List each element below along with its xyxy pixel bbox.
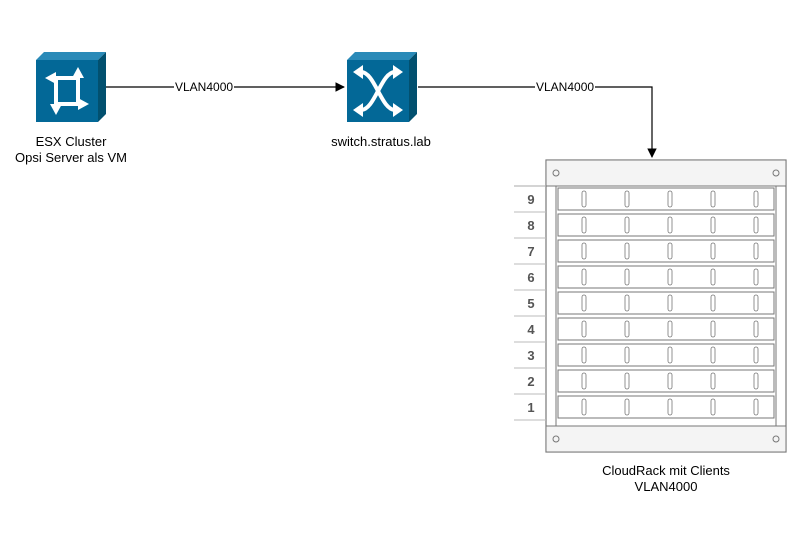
rack-slot xyxy=(710,242,716,260)
rack-slot xyxy=(581,346,587,364)
rack-slot xyxy=(710,372,716,390)
rack-slot xyxy=(667,398,673,416)
rack-slot xyxy=(581,268,587,286)
rack-unit-number: 5 xyxy=(527,296,535,311)
rack-slot xyxy=(624,372,630,390)
esx-label-line2: Opsi Server als VM xyxy=(15,150,127,165)
rack-slot xyxy=(753,320,759,338)
rack-slot xyxy=(624,190,630,208)
router-icon[interactable] xyxy=(36,52,106,122)
esx-label-line1: ESX Cluster xyxy=(35,134,107,149)
rack-slot xyxy=(667,242,673,260)
rack-slot xyxy=(753,242,759,260)
rack-slot xyxy=(624,294,630,312)
esx-label: ESX Cluster Opsi Server als VM xyxy=(0,134,142,166)
rack-unit-number: 6 xyxy=(527,270,535,285)
rack-slot xyxy=(710,398,716,416)
rack-slot xyxy=(753,216,759,234)
rack-unit-number: 4 xyxy=(527,322,535,337)
rack-slot xyxy=(710,294,716,312)
rack-slot xyxy=(667,320,673,338)
rack-slot xyxy=(710,320,716,338)
rack-slot xyxy=(667,372,673,390)
rack-slot xyxy=(667,346,673,364)
rack-unit-number: 7 xyxy=(527,244,535,259)
switch-label-text: switch.stratus.lab xyxy=(331,134,431,149)
rack-slot xyxy=(624,216,630,234)
rack-unit-3[interactable] xyxy=(557,343,775,367)
rack-slot xyxy=(710,268,716,286)
rack-slot xyxy=(753,372,759,390)
rack-slot xyxy=(624,398,630,416)
edge-label-esx-switch: VLAN4000 xyxy=(174,80,235,94)
rack-slot xyxy=(581,216,587,234)
rack-unit-6[interactable] xyxy=(557,265,775,289)
rack-label-line1: CloudRack mit Clients xyxy=(602,463,730,478)
rack-label-line2: VLAN4000 xyxy=(634,479,698,494)
rack-slot xyxy=(624,242,630,260)
rack-slot xyxy=(581,372,587,390)
rack-slot xyxy=(710,346,716,364)
server-rack-icon[interactable] xyxy=(514,159,787,453)
rack-slot xyxy=(624,268,630,286)
rack-slot xyxy=(624,320,630,338)
rack-slot xyxy=(753,294,759,312)
rack-slot xyxy=(753,190,759,208)
rack-unit-4[interactable] xyxy=(557,317,775,341)
edge-switch-to-rack xyxy=(418,86,657,158)
rack-unit-number: 3 xyxy=(527,348,535,363)
rack-unit-number: 8 xyxy=(527,218,535,233)
rack-unit-number: 1 xyxy=(527,400,535,415)
rack-slot xyxy=(581,294,587,312)
rack-slot xyxy=(624,346,630,364)
rack-slot xyxy=(667,268,673,286)
rack-slot xyxy=(581,320,587,338)
rack-unit-number: 2 xyxy=(527,374,535,389)
switch-label: switch.stratus.lab xyxy=(300,134,462,150)
rack-unit-5[interactable] xyxy=(557,291,775,315)
rack-unit-8[interactable] xyxy=(557,213,775,237)
rack-unit-1[interactable] xyxy=(557,395,775,419)
rack-slot xyxy=(581,190,587,208)
rack-slot xyxy=(710,216,716,234)
rack-slot xyxy=(581,398,587,416)
rack-unit-2[interactable] xyxy=(557,369,775,393)
rack-slot xyxy=(667,190,673,208)
rack-slot xyxy=(667,294,673,312)
rack-slot xyxy=(753,398,759,416)
rack-unit-7[interactable] xyxy=(557,239,775,263)
rack-slot xyxy=(710,190,716,208)
edge-label-switch-rack: VLAN4000 xyxy=(535,80,596,94)
rack-label: CloudRack mit Clients VLAN4000 xyxy=(556,463,776,495)
rack-unit-9[interactable] xyxy=(557,187,775,211)
rack-slot xyxy=(667,216,673,234)
switch-icon[interactable] xyxy=(347,52,417,122)
rack-unit-number: 9 xyxy=(527,192,535,207)
rack-slot xyxy=(753,346,759,364)
rack-slot xyxy=(581,242,587,260)
rack-slot xyxy=(753,268,759,286)
